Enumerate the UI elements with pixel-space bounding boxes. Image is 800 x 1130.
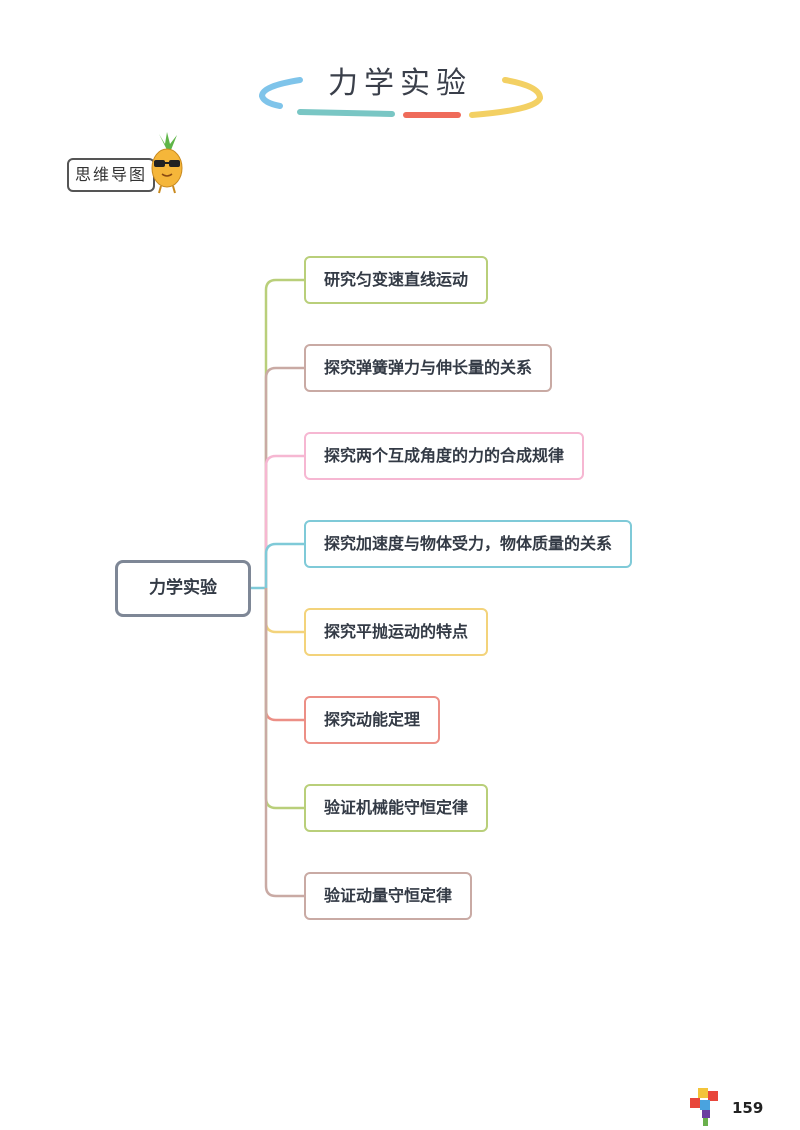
mindmap-branch-node: 验证机械能守恒定律 bbox=[304, 784, 489, 832]
mindmap-branch-node: 探究平抛运动的特点 bbox=[304, 608, 489, 656]
mindmap-branch-node: 验证动量守恒定律 bbox=[304, 872, 473, 920]
branch-connector bbox=[264, 542, 304, 588]
page-number: 159 bbox=[732, 1099, 764, 1117]
branch-connector bbox=[264, 588, 304, 810]
branch-connector bbox=[264, 588, 304, 722]
mindmap-tag: 思维导图 bbox=[67, 158, 155, 192]
branch-connector bbox=[264, 588, 304, 898]
title-decoration bbox=[258, 77, 544, 118]
branch-connector bbox=[264, 278, 304, 588]
mindmap-branch-node: 研究匀变速直线运动 bbox=[304, 256, 489, 304]
pineapple-with-sunglasses-icon bbox=[151, 132, 183, 194]
mindmap-branch-node: 探究两个互成角度的力的合成规律 bbox=[304, 432, 585, 480]
title-line-teal bbox=[297, 109, 395, 117]
page-title: 力学实验 bbox=[328, 66, 472, 101]
title-arc-right-yellow bbox=[469, 77, 544, 118]
branch-connector bbox=[264, 588, 304, 634]
branch-connector bbox=[264, 454, 304, 588]
colorful-blocks-logo-icon bbox=[690, 1088, 718, 1126]
mindmap-branch-node: 探究加速度与物体受力，物体质量的关系 bbox=[304, 520, 633, 568]
mindmap-branch-node: 探究弹簧弹力与伸长量的关系 bbox=[304, 344, 553, 392]
mindmap-root-node: 力学实验 bbox=[115, 560, 251, 617]
title-arc-left-blue bbox=[258, 77, 303, 109]
branch-connector bbox=[264, 366, 304, 588]
mindmap-branch-node: 探究动能定理 bbox=[304, 696, 441, 744]
